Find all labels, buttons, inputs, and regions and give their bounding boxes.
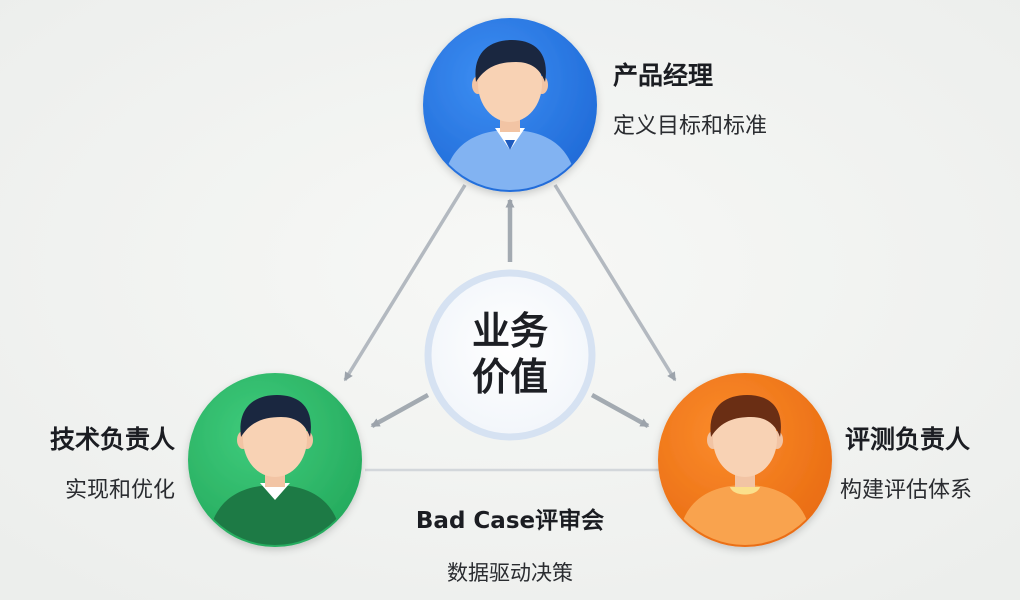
review-meeting: Bad Case评审会 数据驱动决策 [416, 507, 604, 585]
center-label-line1: 业务 [472, 309, 548, 353]
center-circle [424, 269, 596, 441]
product-manager-node: 产品经理 定义目标和标准 [423, 18, 767, 192]
center-arrows [370, 198, 650, 428]
tech-lead-node: 技术负责人 实现和优化 [50, 373, 362, 547]
review-meeting-subtitle: 数据驱动决策 [447, 561, 573, 585]
center-label-line2: 价值 [472, 355, 548, 399]
line-product-to-tech [343, 184, 467, 382]
arrow-center-to-eval [590, 393, 650, 428]
center-node: 业务 价值 [424, 269, 596, 441]
tech-lead-subtitle: 实现和优化 [65, 478, 175, 503]
connector-lines [343, 184, 677, 472]
eval-lead-title: 评测负责人 [845, 425, 970, 454]
product-manager-title: 产品经理 [613, 61, 713, 90]
arrow-center-to-tech [370, 393, 430, 428]
tech-lead-title: 技术负责人 [50, 425, 175, 454]
product-manager-subtitle: 定义目标和标准 [613, 114, 767, 139]
eval-lead-node: 评测负责人 构建评估体系 [658, 373, 972, 547]
review-meeting-title: Bad Case评审会 [416, 507, 604, 534]
tech-lead-avatar-icon [208, 395, 342, 545]
line-product-to-eval [553, 184, 677, 382]
product-manager-avatar-icon [443, 40, 577, 190]
eval-lead-subtitle: 构建评估体系 [840, 478, 972, 503]
eval-lead-avatar-icon [678, 395, 812, 545]
